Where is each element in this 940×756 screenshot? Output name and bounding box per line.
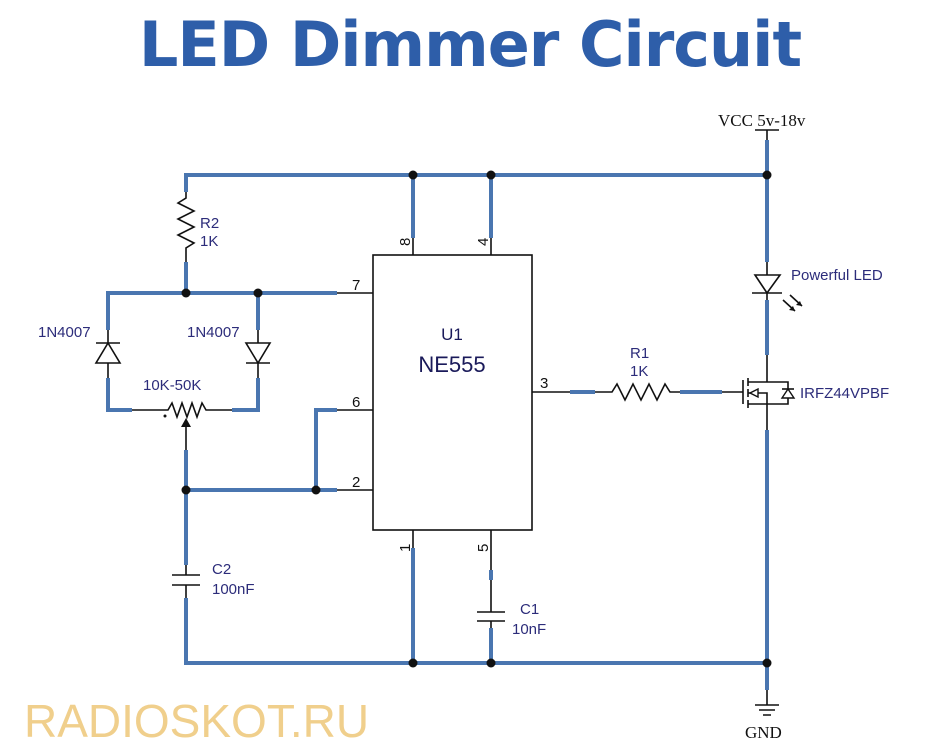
pin-7: 7 — [352, 277, 360, 294]
pin-5: 5 — [475, 544, 492, 552]
r2-ref: R2 — [200, 215, 219, 232]
r2-value: 1K — [200, 233, 218, 250]
pin-1: 1 — [397, 544, 414, 552]
mosfet-icon — [722, 355, 796, 430]
resistor-r2-icon — [176, 192, 196, 262]
pin1-pin5-wires — [411, 548, 493, 663]
pot-value: 10K-50K — [143, 377, 201, 394]
pot-wires — [106, 378, 260, 412]
vcc-label: VCC 5v-18v — [718, 111, 806, 130]
c2-ref: C2 — [212, 561, 231, 578]
mosfet-label: IRFZ44VPBF — [800, 385, 889, 402]
vcc-symbol — [755, 129, 779, 140]
trigger-threshold-wires — [184, 408, 337, 492]
diode-right-icon — [244, 330, 272, 378]
resistor-r1-icon — [595, 382, 680, 402]
led-icon — [752, 262, 803, 312]
diode-left-label: 1N4007 — [38, 324, 91, 341]
pin8-pin4-wires — [411, 175, 493, 238]
pin-6: 6 — [352, 394, 360, 411]
vcc-rail — [184, 173, 767, 192]
c1-ref: C1 — [520, 601, 539, 618]
pin-2: 2 — [352, 474, 360, 491]
ground-icon — [755, 690, 779, 716]
diode-left-icon — [94, 330, 122, 378]
ne555-ic — [372, 254, 533, 531]
watermark: RADIOSKOT.RU — [24, 695, 370, 747]
capacitor-c2-icon — [172, 565, 200, 598]
pin7-node — [106, 262, 337, 330]
gnd-rail — [184, 490, 767, 665]
pin-4: 4 — [475, 238, 492, 246]
ic-ref: U1 — [441, 325, 463, 344]
junction-dots — [181, 170, 772, 668]
diode-right-label: 1N4007 — [187, 324, 240, 341]
potentiometer-icon — [132, 400, 232, 450]
c1-value: 10nF — [512, 621, 546, 638]
pin-8: 8 — [397, 238, 414, 246]
leads — [337, 129, 779, 716]
led-label: Powerful LED — [791, 267, 883, 284]
page-title: LED Dimmer Circuit — [138, 8, 802, 81]
r1-ref: R1 — [630, 345, 649, 362]
gnd-label: GND — [745, 723, 782, 742]
pin-3: 3 — [540, 375, 548, 392]
c2-value: 100nF — [212, 581, 255, 598]
ic-part: NE555 — [418, 352, 485, 377]
r1-value: 1K — [630, 363, 648, 380]
capacitor-c1-icon — [477, 580, 505, 628]
